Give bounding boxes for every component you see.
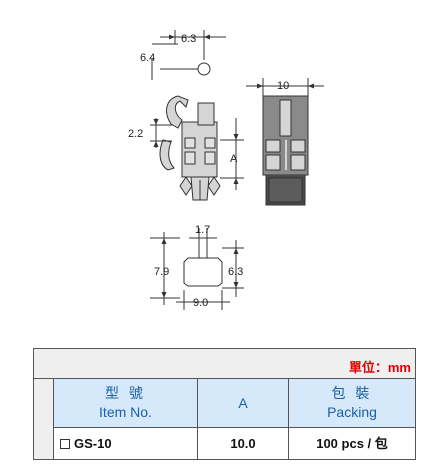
header-packing-en: Packing	[327, 404, 377, 420]
clip-post	[197, 102, 215, 126]
dim-slot-width: 1.7	[195, 224, 210, 236]
table-row-a: 10.0	[198, 428, 289, 459]
dim-side-width: 10	[277, 80, 289, 92]
header-item: 型 號 Item No.	[54, 379, 198, 428]
header-packing-zh: 包 裝	[331, 385, 373, 401]
header-a: A	[198, 379, 289, 428]
clip-body	[181, 121, 218, 178]
strap-shape	[159, 139, 175, 171]
header-item-en: Item No.	[99, 404, 152, 420]
row-gutter	[34, 428, 54, 459]
hole-circle	[197, 62, 211, 76]
dim-hook-height: 2.2	[128, 128, 143, 140]
table-row-item: GS-10	[54, 428, 198, 459]
dim-right-height: 6.3	[228, 266, 243, 278]
spec-table: 單位：mm 型 號 Item No. A 包 裝 Packing GS-10 1…	[33, 348, 416, 460]
dim-base-width: 9.0	[193, 297, 208, 309]
header-item-zh: 型 號	[105, 385, 146, 401]
header-gutter	[34, 379, 54, 428]
technical-drawing: 6.3 6.4 10 2.2 A 1.7 7.9 6.3 9.0	[128, 30, 324, 310]
table-row-packing: 100 pcs / 包	[289, 428, 415, 459]
unit-label: 單位：mm	[348, 360, 411, 375]
header-a-label: A	[238, 395, 248, 411]
header-packing: 包 裝 Packing	[289, 379, 415, 428]
unit-row: 單位：mm	[34, 349, 415, 379]
dim-top-height: 6.4	[140, 52, 155, 64]
bottom-body	[183, 257, 223, 287]
dim-span-a: A	[230, 153, 238, 165]
dim-left-height: 7.9	[154, 266, 169, 278]
select-checkbox[interactable]	[60, 439, 70, 449]
dim-top-width: 6.3	[181, 33, 196, 45]
hook-shape	[166, 95, 189, 129]
item-number: GS-10	[74, 436, 112, 451]
